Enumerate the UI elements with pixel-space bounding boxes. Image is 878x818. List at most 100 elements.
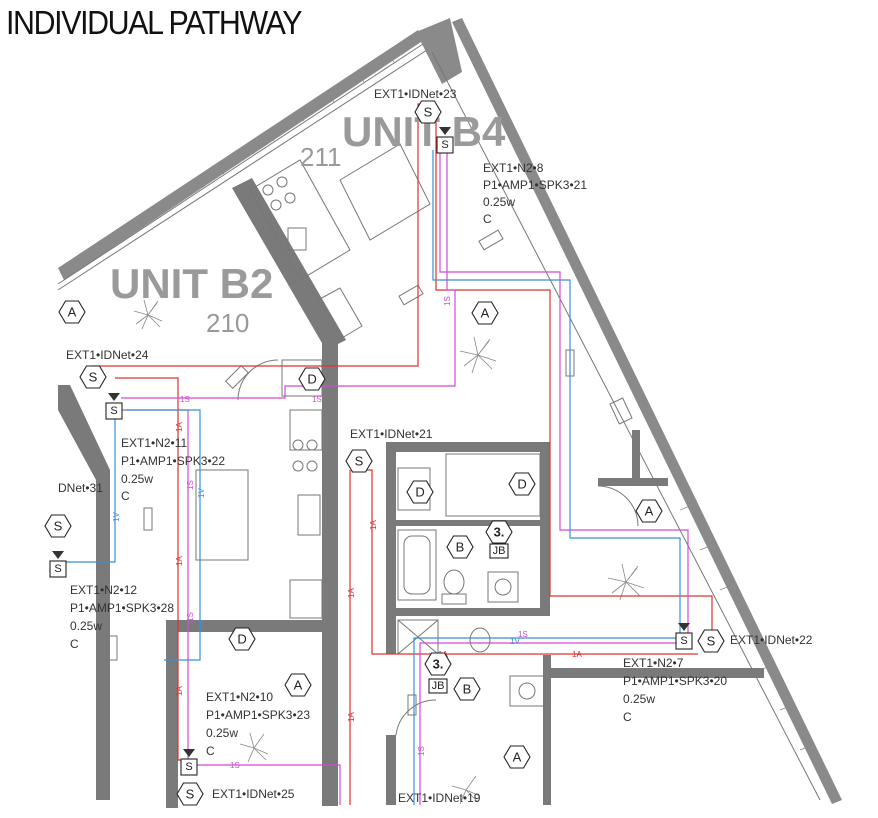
speaker-block-n2-7: EXT1•N2•7 P1•AMP1•SPK3•20 0.25w C <box>623 656 727 724</box>
circuit-magenta <box>121 150 692 805</box>
unit-b4-number: 211 <box>300 142 341 172</box>
svg-text:S: S <box>680 635 687 647</box>
duct-detector-hex[interactable]: D <box>508 472 536 496</box>
circuit-label-1a: 1A <box>175 686 184 696</box>
smoke-detector-hex[interactable]: S <box>345 449 373 473</box>
svg-text:S: S <box>186 787 195 802</box>
svg-text:S: S <box>110 405 117 417</box>
speaker-square[interactable]: S <box>436 127 454 154</box>
speaker-line: EXT1•N2•7 <box>623 656 684 670</box>
unit-b2-name: UNIT B2 <box>110 260 273 307</box>
circuit-label-1s: 1S <box>443 296 452 306</box>
svg-text:S: S <box>54 519 63 534</box>
duct-detector-hex[interactable]: D <box>298 367 326 391</box>
device-label: EXT1•IDNet•19 <box>398 791 481 805</box>
speaker-line: 0.25w <box>70 619 102 633</box>
svg-text:S: S <box>441 139 448 151</box>
device-label: EXT1•IDNet•24 <box>66 348 149 362</box>
speaker-line: EXT1•N2•8 <box>483 161 544 175</box>
speaker-block-n2-10: EXT1•N2•10 P1•AMP1•SPK3•23 0.25w C <box>206 690 310 758</box>
svg-text:S: S <box>185 761 192 773</box>
svg-text:3.: 3. <box>433 657 444 672</box>
svg-text:A: A <box>481 306 490 321</box>
circuit-label-1s: 1S <box>312 395 322 404</box>
page-title: INDIVIDUAL PATHWAY <box>6 4 302 41</box>
circuit-label-1a: 1A <box>175 422 184 432</box>
svg-text:A: A <box>645 504 654 519</box>
area-hex[interactable]: A <box>58 300 86 324</box>
device-label: DNet•31 <box>58 481 103 495</box>
area-hex[interactable]: A <box>284 673 312 697</box>
speaker-square[interactable]: S <box>105 393 123 420</box>
circuit-label-1v: 1V <box>197 488 206 498</box>
speaker-line: 0.25w <box>206 726 238 740</box>
svg-text:A: A <box>513 750 522 765</box>
svg-text:S: S <box>89 370 98 385</box>
speaker-line: EXT1•N2•12 <box>70 583 137 597</box>
circuit-label-1a: 1A <box>369 520 378 530</box>
bath-hex[interactable]: B <box>453 677 481 701</box>
walls <box>57 18 842 808</box>
area-hex[interactable]: A <box>471 301 499 325</box>
circuit-label-1s: 1S <box>186 480 195 490</box>
device-label: EXT1•IDNet•22 <box>730 633 813 647</box>
junction-box[interactable]: 3. JB <box>485 520 513 559</box>
device-label: EXT1•IDNet•25 <box>212 787 295 801</box>
smoke-detector-hex[interactable]: S <box>79 365 107 389</box>
svg-text:D: D <box>415 485 424 500</box>
svg-text:JB: JB <box>493 545 506 557</box>
speaker-line: P1•AMP1•SPK3•23 <box>206 708 310 722</box>
svg-text:JB: JB <box>432 680 445 692</box>
speaker-line: 0.25w <box>623 692 655 706</box>
smoke-detector-hex[interactable]: S <box>44 514 72 538</box>
speaker-block-n2-12: EXT1•N2•12 P1•AMP1•SPK3•28 0.25w C <box>70 583 174 651</box>
svg-text:S: S <box>355 454 364 469</box>
svg-text:3.: 3. <box>494 525 505 540</box>
speaker-line: P1•AMP1•SPK3•20 <box>623 674 727 688</box>
circuit-label-1v: 1V <box>197 620 206 630</box>
circuit-label-1a: 1A <box>347 712 356 722</box>
speaker-line: C <box>623 710 632 724</box>
smoke-detector-hex[interactable]: S <box>414 100 442 124</box>
area-hex[interactable]: A <box>503 745 531 769</box>
svg-text:D: D <box>307 372 316 387</box>
circuit-label-1s: 1S <box>230 761 240 770</box>
speaker-square[interactable]: S <box>675 623 693 650</box>
speaker-line: 0.25w <box>121 472 153 486</box>
speaker-line: EXT1•N2•10 <box>206 690 273 704</box>
svg-text:B: B <box>463 682 472 697</box>
device-label: EXT1•IDNet•21 <box>350 427 433 441</box>
circuit-label-1v: 1V <box>510 637 520 646</box>
area-hex[interactable]: A <box>635 499 663 523</box>
speaker-line: C <box>70 637 79 651</box>
speaker-line: 0.25w <box>483 195 515 209</box>
svg-text:B: B <box>456 540 465 555</box>
speaker-line: EXT1•N2•11 <box>121 436 188 450</box>
circuit-label-1a: 1A <box>175 556 184 566</box>
duct-detector-hex[interactable]: D <box>406 480 434 504</box>
diffusers <box>133 299 645 805</box>
bath-hex[interactable]: B <box>446 535 474 559</box>
svg-text:S: S <box>424 105 433 120</box>
fixtures <box>106 143 639 736</box>
svg-text:A: A <box>294 678 303 693</box>
circuit-blue <box>58 150 690 805</box>
speaker-line: C <box>206 744 215 758</box>
circuit-label-1a: 1A <box>572 650 582 659</box>
speaker-block-n2-11: EXT1•N2•11 P1•AMP1•SPK3•22 0.25w C <box>121 436 225 503</box>
svg-text:D: D <box>237 632 246 647</box>
duct-detector-hex[interactable]: D <box>228 627 256 651</box>
speaker-block-n2-8: EXT1•N2•8 P1•AMP1•SPK3•21 0.25w C <box>483 161 587 226</box>
speaker-line: P1•AMP1•SPK3•21 <box>483 178 587 192</box>
circuit-labels: 1S 1S 1S 1S 1S 1S 1S 1S 1A 1A 1A 1A 1A 1… <box>112 296 582 770</box>
circuit-label-1s: 1S <box>180 395 190 404</box>
circuit-label-1s: 1S <box>518 630 528 639</box>
speaker-line: P1•AMP1•SPK3•22 <box>121 454 225 468</box>
smoke-detector-hex[interactable]: S <box>697 629 725 653</box>
smoke-detector-hex[interactable]: S <box>176 782 204 806</box>
junction-box[interactable]: 3. JB <box>424 652 452 694</box>
speaker-square[interactable]: S <box>49 551 67 578</box>
speaker-square[interactable]: S <box>180 749 198 776</box>
svg-text:S: S <box>707 634 716 649</box>
